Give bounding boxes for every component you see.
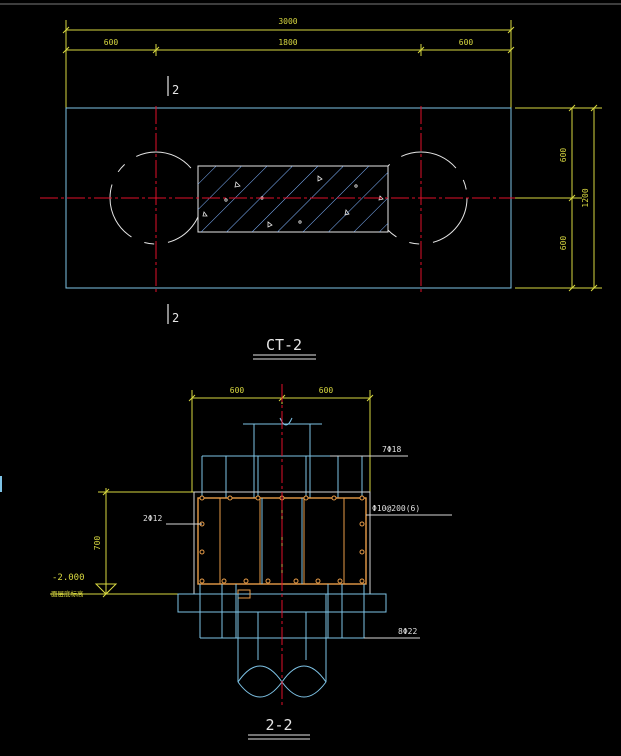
plan-dim-right-bottom: 600 <box>559 236 568 251</box>
section-piles <box>237 594 327 698</box>
section-mark-bottom-label: 2 <box>172 311 179 325</box>
label-rebar-bottom: 8Φ22 <box>398 627 417 636</box>
plan-right-dimensions <box>515 104 602 292</box>
label-rebar-top: 7Φ18 <box>382 445 401 454</box>
plan-centerlines <box>40 106 515 292</box>
column-bars <box>201 455 363 498</box>
section-height-dimension <box>50 488 194 598</box>
column-hatch-fill <box>198 166 388 232</box>
plan-view: 3000 600 1800 600 600 1200 600 <box>40 17 602 360</box>
plan-title: CT-2 <box>266 336 302 354</box>
plan-dim-right-total: 1200 <box>581 188 590 207</box>
section-mark-top-label: 2 <box>172 83 179 97</box>
cap-stirrup-ties <box>261 498 303 584</box>
label-stirrup: Φ10@200(6) <box>372 504 420 513</box>
plan-dim-total: 3000 <box>278 17 297 26</box>
elevation-label: -2.000 <box>52 573 85 583</box>
plan-dim-right: 600 <box>459 38 474 47</box>
section-dim-height: 700 <box>93 536 102 551</box>
leaders <box>166 455 452 639</box>
rebar-dots <box>199 495 365 584</box>
elevation-note: 面层底标高 <box>51 589 84 598</box>
section-dim-left: 600 <box>230 386 245 395</box>
section-dim-right: 600 <box>319 386 334 395</box>
plan-dim-right-top: 600 <box>559 148 568 163</box>
plan-dim-middle: 1800 <box>278 38 297 47</box>
section-title: 2-2 <box>265 716 292 734</box>
plan-dim-left: 600 <box>104 38 119 47</box>
section-view: 600 600 700 -2.000 面层底标高 <box>50 384 452 740</box>
label-rebar-side: 2Φ12 <box>143 514 162 523</box>
plan-top-dimensions <box>62 20 515 108</box>
section-top-dimension <box>188 390 374 492</box>
